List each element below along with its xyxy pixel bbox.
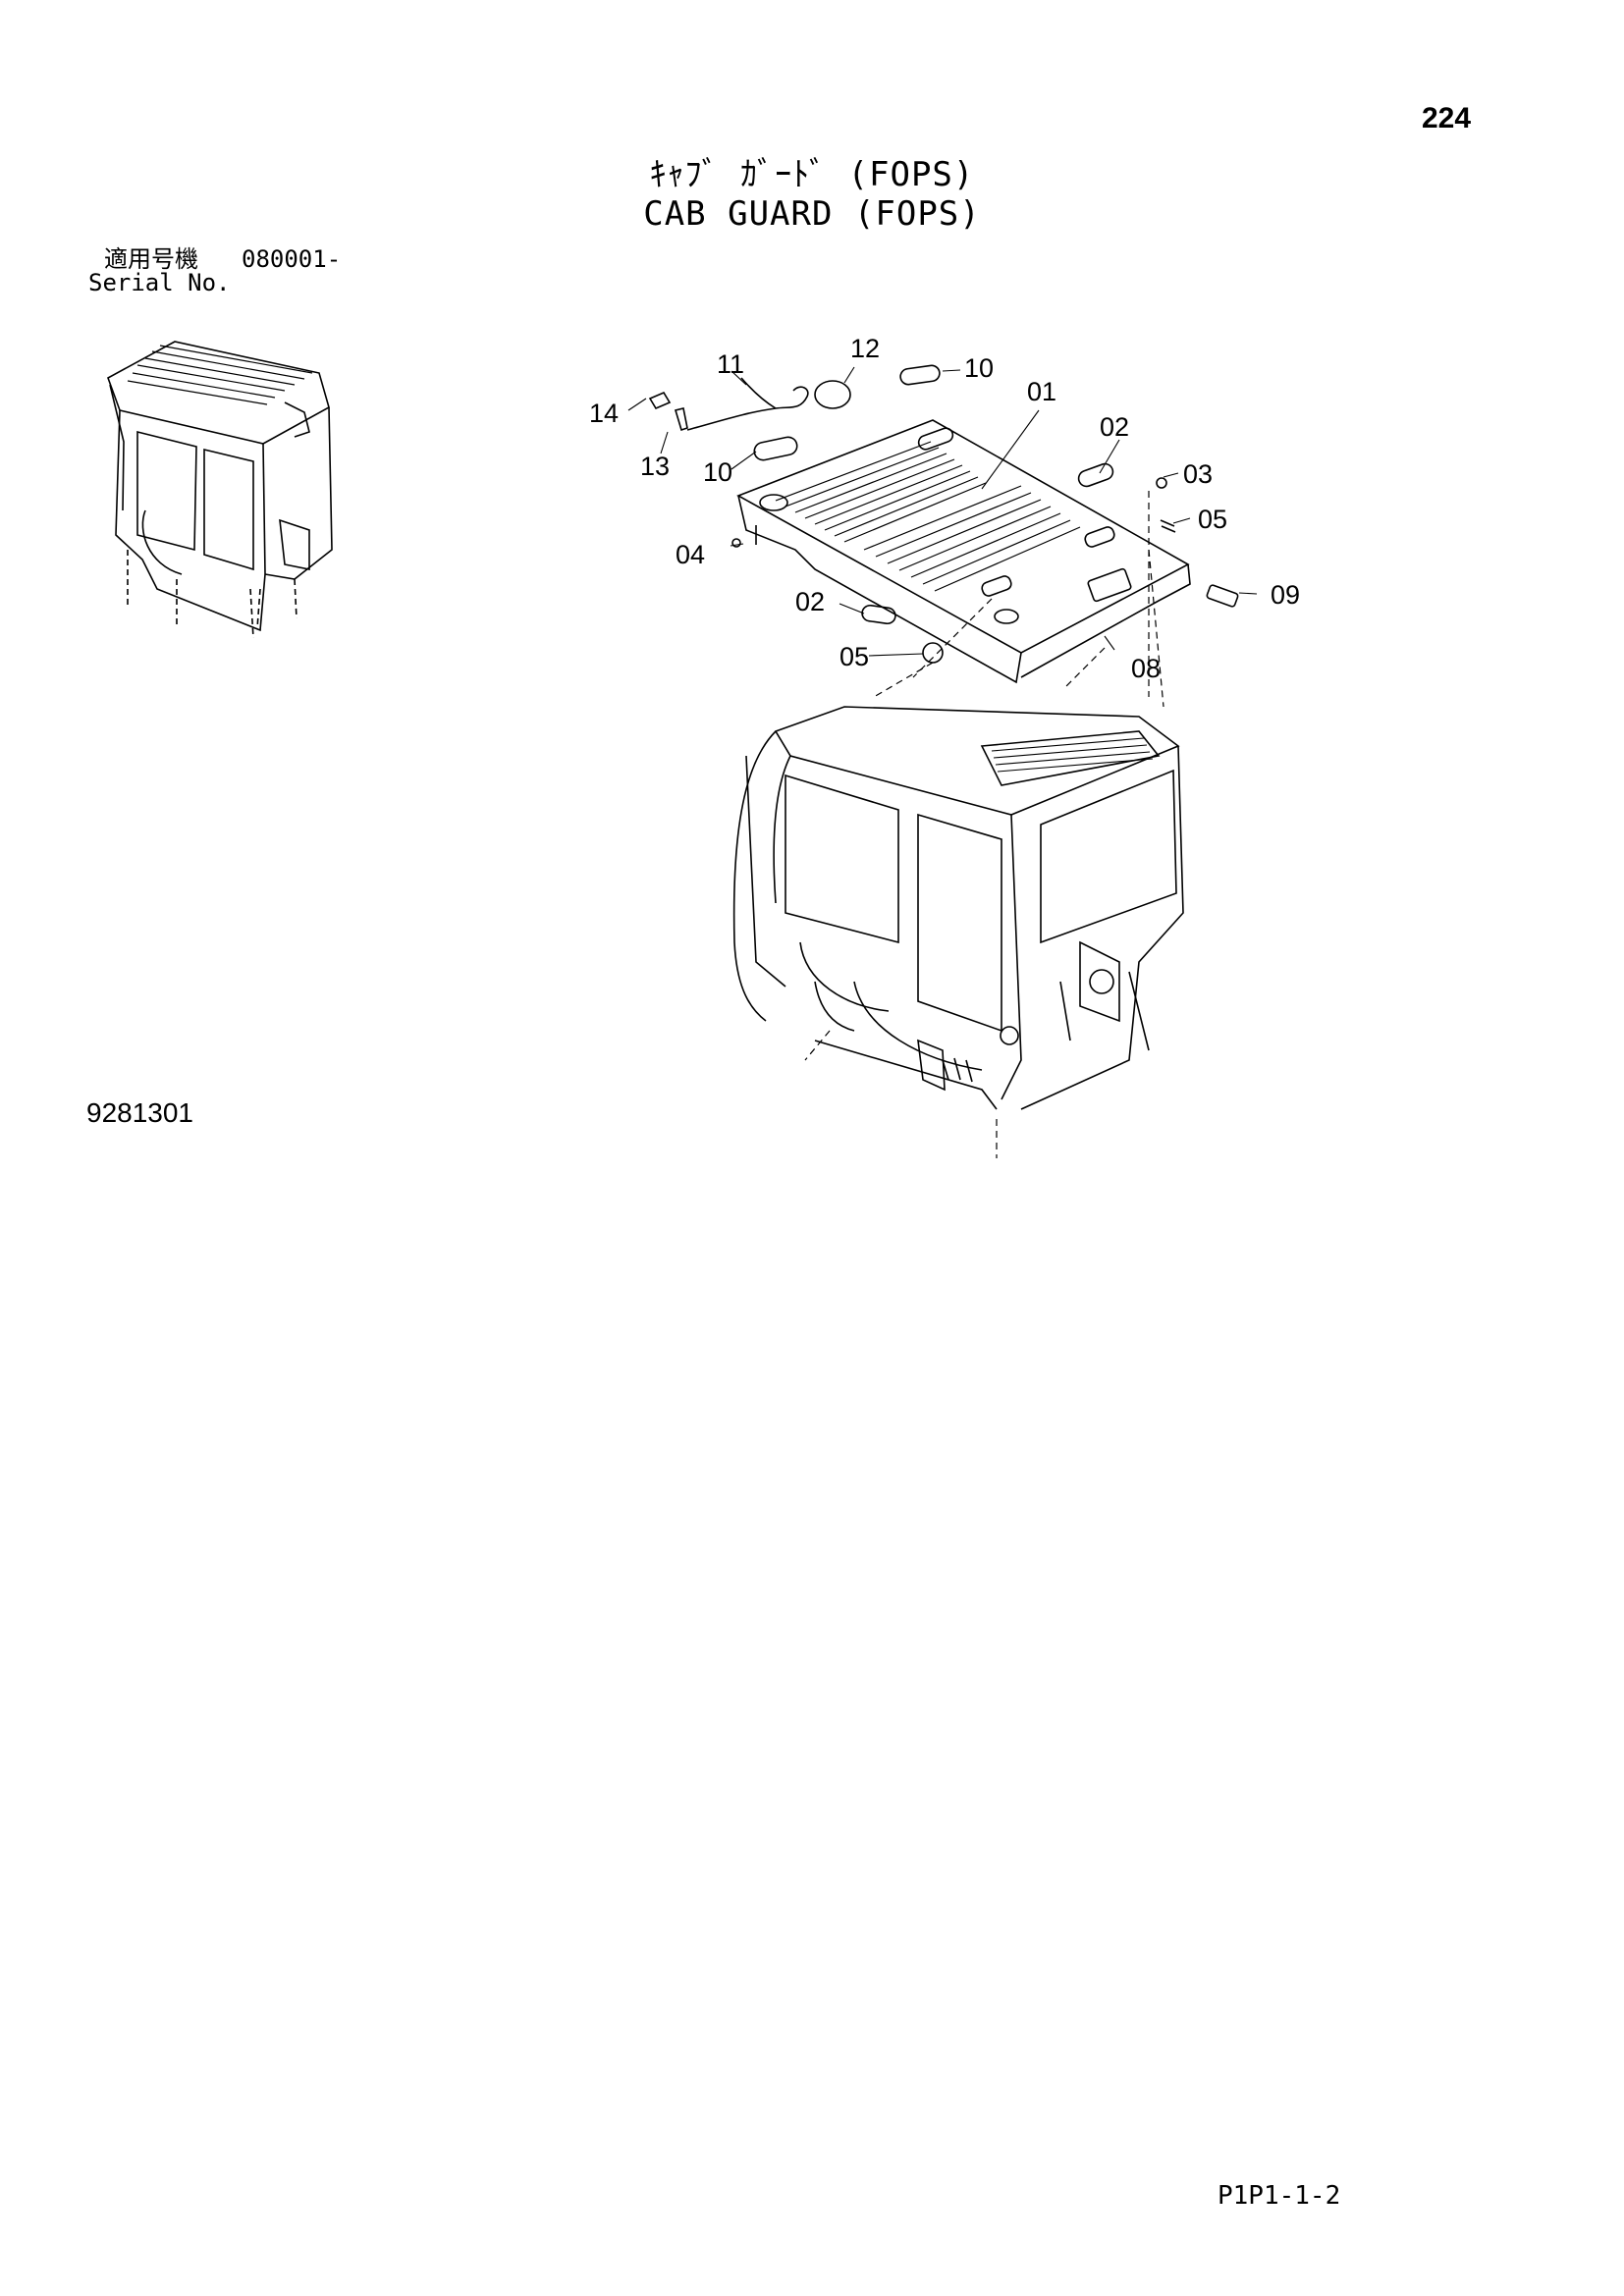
title-english: CAB GUARD (FOPS)	[643, 194, 981, 234]
callout-02b: 02	[795, 587, 825, 616]
callout-05: 05	[1198, 505, 1227, 534]
callout-13: 13	[640, 452, 670, 481]
page-number: 224	[1422, 102, 1472, 134]
projection-lines	[804, 491, 1164, 1158]
callout-12: 12	[850, 334, 880, 363]
footer-code: P1P1-1-2	[1218, 2181, 1341, 2211]
main-cab-drawing	[732, 706, 1184, 1110]
serial-label-japanese: 適用号機	[104, 245, 198, 273]
callout-09: 09	[1271, 580, 1300, 610]
figure-number: 9281301	[86, 1097, 194, 1128]
callout-labels: 01 02 03 04 05 02 05 08 09 10 10 11 12 1…	[589, 334, 1300, 683]
callout-03: 03	[1183, 459, 1213, 489]
callout-04: 04	[676, 540, 705, 569]
overview-cab-drawing	[107, 341, 333, 639]
callout-02: 02	[1100, 412, 1129, 442]
callout-leaders	[627, 366, 1258, 657]
loose-parts	[648, 364, 1239, 664]
callout-05b: 05	[839, 642, 869, 671]
callout-08: 08	[1131, 654, 1161, 683]
callout-10: 10	[964, 353, 994, 383]
serial-number-value: 080001-	[242, 245, 342, 273]
callout-14: 14	[589, 399, 619, 428]
serial-label-english: Serial No.	[88, 269, 231, 296]
callout-10b: 10	[703, 457, 732, 487]
callout-11: 11	[717, 349, 744, 379]
title-japanese: ｷｬﾌﾞ ｶﾞｰﾄﾞ (FOPS)	[649, 155, 975, 194]
fops-guard-panel	[736, 419, 1191, 684]
callout-01: 01	[1027, 377, 1056, 406]
